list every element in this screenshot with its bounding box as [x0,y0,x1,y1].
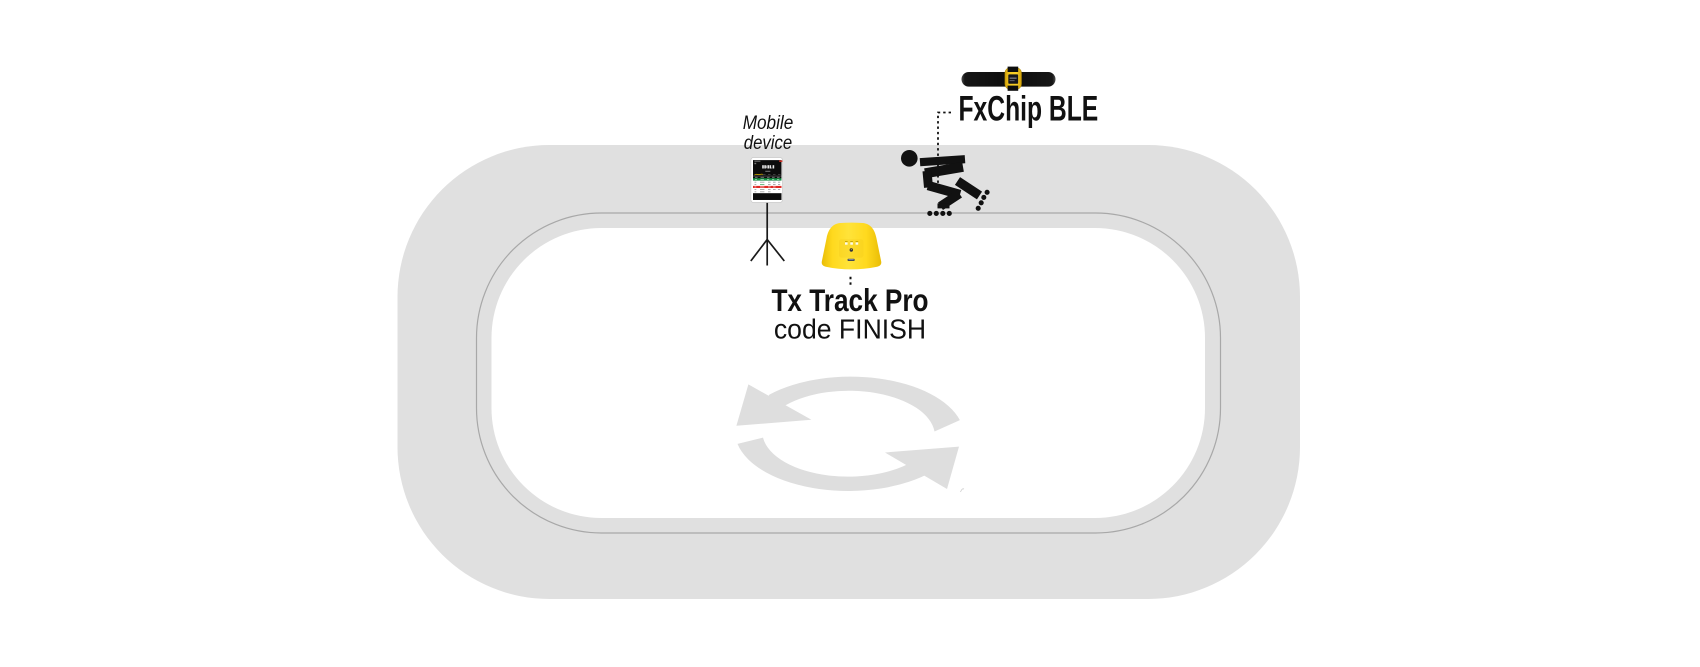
svg-text:code FINISH: code FINISH [774,313,926,344]
svg-text:device: device [744,133,792,154]
svg-text:Tx Track Pro: Tx Track Pro [771,282,928,318]
svg-text:FxChip BLE: FxChip BLE [959,90,1099,129]
svg-text:Mobile: Mobile [743,113,794,134]
